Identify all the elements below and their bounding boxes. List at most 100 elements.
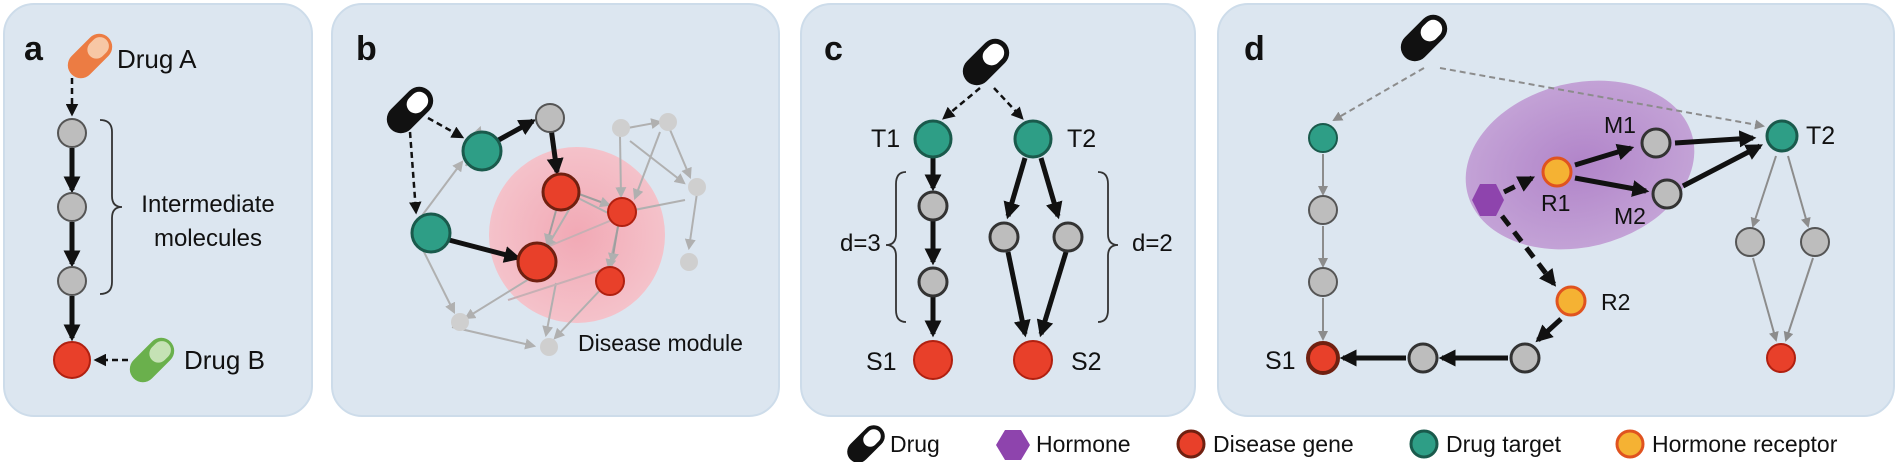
legend-drug-label: Drug bbox=[890, 431, 940, 457]
legend-drug-target-label: Drug target bbox=[1446, 431, 1562, 457]
drug-b-dashed-edge bbox=[427, 116, 465, 139]
disease-gene-node bbox=[913, 340, 953, 380]
legend-disease-gene-icon bbox=[1176, 429, 1206, 459]
network-node bbox=[540, 338, 558, 356]
drug-pill-icon bbox=[386, 86, 434, 134]
s1-label: S1 bbox=[866, 348, 897, 376]
gray-edges bbox=[544, 193, 619, 265]
t2-label: T2 bbox=[1806, 122, 1835, 150]
t1-label: T1 bbox=[871, 125, 900, 153]
panel-c-letter: c bbox=[824, 30, 843, 68]
network-node bbox=[659, 113, 677, 131]
bold-edge bbox=[546, 127, 564, 176]
intermediate-node bbox=[57, 192, 87, 222]
m2-label: M2 bbox=[1614, 203, 1646, 229]
drug-b-dashed-edge bbox=[408, 131, 422, 215]
bold-edge bbox=[1003, 157, 1028, 220]
disease-module-label: Disease module bbox=[578, 330, 743, 356]
m1-label: M1 bbox=[1604, 112, 1636, 138]
network-node bbox=[688, 178, 706, 196]
disease-gene-node bbox=[53, 341, 91, 379]
r2-label: R2 bbox=[1601, 289, 1630, 315]
disease-gene-node bbox=[541, 172, 581, 212]
background-network bbox=[417, 118, 698, 350]
legend-hormone-receptor-icon bbox=[1615, 429, 1645, 459]
panel-c-background bbox=[800, 3, 1196, 417]
intermediate-node bbox=[57, 266, 87, 296]
intermediate-label-line2: molecules bbox=[154, 225, 262, 252]
panel-c: c T1 T2 S1 S2 d=3 d=2 bbox=[824, 30, 1173, 380]
intermediate-node bbox=[1509, 342, 1541, 374]
hormone-icon bbox=[1472, 184, 1504, 216]
right-branch-edges bbox=[1750, 155, 1814, 342]
legend: Drug Hormone Disease gene Drug target Ho… bbox=[847, 425, 1838, 462]
intermediate-node bbox=[1735, 227, 1765, 257]
panel-b-letter: b bbox=[356, 30, 377, 68]
intermediate-node bbox=[535, 103, 565, 133]
d2-label: d=2 bbox=[1132, 230, 1173, 257]
legend-hormone-receptor-label: Hormone receptor bbox=[1652, 431, 1838, 457]
disease-gene-node bbox=[595, 266, 625, 296]
intermediate-node bbox=[1651, 178, 1683, 210]
drug-b-label: Drug B bbox=[184, 345, 265, 375]
intermediate-node bbox=[1800, 227, 1830, 257]
bold-edge bbox=[1038, 157, 1063, 220]
drug-target-node bbox=[461, 130, 503, 172]
drug-dashed-edge bbox=[993, 87, 1024, 120]
drug-target-node bbox=[410, 212, 452, 254]
panel-d: d bbox=[1244, 14, 1835, 375]
hormone-dashed-edge bbox=[1500, 214, 1557, 287]
disease-gene-node bbox=[1766, 343, 1796, 373]
network-node bbox=[612, 119, 630, 137]
bold-edge bbox=[1005, 251, 1031, 338]
drug-target-node bbox=[1765, 119, 1799, 153]
drug-target-node bbox=[913, 119, 953, 159]
drug-b-pill-icon bbox=[129, 337, 175, 383]
drug-pill-icon bbox=[962, 38, 1010, 86]
bold-edge bbox=[1674, 130, 1757, 148]
bold-edge bbox=[448, 237, 522, 263]
legend-disease-gene-label: Disease gene bbox=[1213, 431, 1354, 457]
d3-brace bbox=[885, 171, 907, 323]
drug-pill-icon bbox=[1400, 14, 1448, 62]
drug-dashed-edge bbox=[1439, 67, 1765, 130]
bold-edge bbox=[493, 118, 536, 145]
intermediate-node bbox=[1640, 127, 1672, 159]
disease-gene-node bbox=[607, 197, 637, 227]
legend-hormone-label: Hormone bbox=[1036, 431, 1131, 457]
hormone-dashed-edge bbox=[1502, 175, 1536, 195]
panel-d-letter: d bbox=[1244, 30, 1265, 68]
drug-a-label: Drug A bbox=[117, 44, 197, 74]
drug-target-node bbox=[1013, 119, 1053, 159]
disease-gene-node bbox=[1013, 340, 1053, 380]
panel-a-letter: a bbox=[24, 30, 44, 68]
intermediate-node bbox=[1308, 267, 1338, 297]
intermediate-node bbox=[1407, 342, 1439, 374]
intermediate-node bbox=[988, 221, 1020, 253]
d3-label: d=3 bbox=[840, 230, 881, 257]
legend-hormone-icon bbox=[996, 430, 1030, 460]
bold-edge bbox=[1036, 251, 1069, 338]
intermediate-node bbox=[1308, 195, 1338, 225]
intermediate-brace bbox=[99, 119, 123, 295]
bold-edge bbox=[1535, 317, 1563, 343]
panel-a-background bbox=[3, 3, 313, 417]
drug-target-node bbox=[1308, 123, 1338, 153]
legend-drug-target-icon bbox=[1409, 429, 1439, 459]
hormone-receptor-node bbox=[1555, 285, 1587, 317]
s1-label: S1 bbox=[1265, 347, 1296, 375]
bold-edge bbox=[1681, 143, 1764, 189]
panel-b: b Disease module bbox=[356, 30, 743, 356]
drug-a-pill-icon bbox=[67, 33, 113, 79]
bold-edge bbox=[1574, 175, 1650, 197]
drug-dashed-edge bbox=[1332, 67, 1425, 122]
panel-a: a Drug A Intermediate molecules Drug B bbox=[24, 30, 275, 383]
t2-label: T2 bbox=[1067, 125, 1096, 153]
network-node bbox=[451, 313, 469, 331]
legend-drug-icon bbox=[847, 425, 885, 462]
intermediate-label-line1: Intermediate bbox=[141, 191, 274, 218]
intermediate-node bbox=[917, 266, 949, 298]
drug-dashed-edge bbox=[942, 87, 981, 120]
r1-label: R1 bbox=[1541, 190, 1570, 216]
